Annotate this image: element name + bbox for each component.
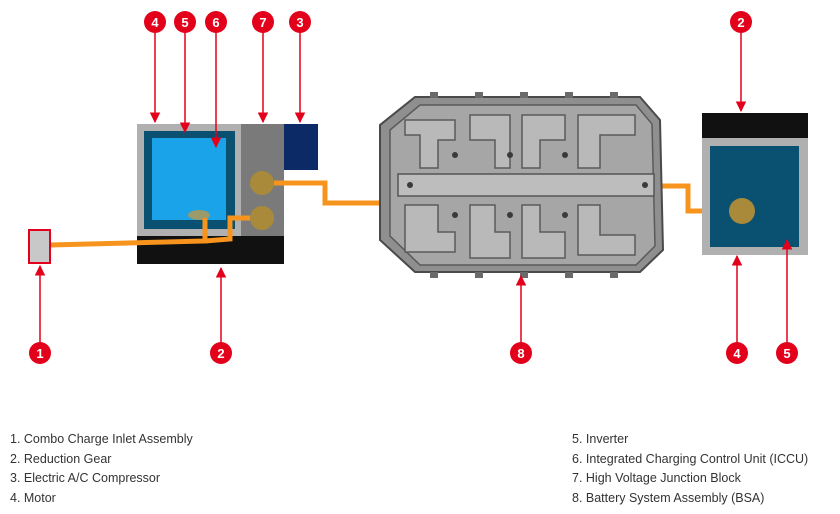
battery-bolts (407, 152, 648, 218)
marker-8: 8 (510, 342, 532, 364)
front-drive-unit (137, 124, 318, 264)
svg-text:3: 3 (296, 15, 303, 30)
legend-item: 3. Electric A/C Compressor (10, 471, 161, 485)
svg-text:2: 2 (737, 15, 744, 30)
svg-text:7: 7 (259, 15, 266, 30)
legend-item: 2. Reduction Gear (10, 451, 112, 466)
marker-2-right: 2 (730, 11, 752, 33)
marker-1: 1 (29, 342, 51, 364)
marker-5-right: 5 (776, 342, 798, 364)
legend-item: 8. Battery System Assembly (BSA) (572, 490, 765, 505)
legend-right: 5. Inverter 6. Integrated Charging Contr… (572, 430, 808, 508)
marker-3: 3 (289, 11, 311, 33)
cable-junction-battery (274, 180, 382, 206)
legend-item: 1. Combo Charge Inlet Assembly (10, 432, 193, 446)
marker-7: 7 (252, 11, 274, 33)
svg-text:5: 5 (181, 15, 188, 30)
battery-bottom-channels (404, 204, 636, 259)
rear-inverter (710, 146, 799, 247)
svg-text:5: 5 (783, 346, 790, 361)
marker-5-top: 5 (174, 11, 196, 33)
rear-reduction-gear (702, 113, 808, 138)
combo-charge-inlet (28, 229, 51, 264)
callout-arrows (34, 32, 793, 343)
cable-junction-lower (204, 215, 250, 244)
marker-6: 6 (205, 11, 227, 33)
rear-inverter-connector (729, 198, 755, 224)
battery-top-channels (404, 114, 636, 169)
legend-item: 6. Integrated Charging Control Unit (ICC… (572, 451, 809, 466)
legend-item: 5. Inverter (572, 432, 629, 446)
svg-text:8: 8 (517, 346, 524, 361)
iccu-connector (188, 210, 210, 220)
marker-4-top: 4 (144, 11, 166, 33)
marker-2-bottom: 2 (210, 342, 232, 364)
svg-text:4: 4 (151, 15, 159, 30)
rear-drive-unit (702, 113, 808, 255)
svg-text:6: 6 (212, 15, 219, 30)
junction-connector-lower (250, 206, 274, 230)
iccu-screen (152, 138, 226, 220)
battery-center-rail (397, 173, 655, 197)
svg-text:4: 4 (733, 346, 741, 361)
ev-component-diagram: 4 5 6 7 3 2 1 2 8 4 5 (28, 11, 808, 364)
ac-compressor (284, 124, 318, 170)
legend-left: 1. Combo Charge Inlet Assembly 2. Reduct… (10, 430, 193, 508)
legend-item: 4. Motor (10, 490, 56, 505)
svg-text:2: 2 (217, 346, 224, 361)
legend-item: 7. High Voltage Junction Block (572, 471, 741, 485)
svg-text:1: 1 (36, 346, 43, 361)
battery-system-assembly (379, 92, 665, 278)
junction-connector-upper (250, 171, 274, 195)
marker-4-right: 4 (726, 342, 748, 364)
